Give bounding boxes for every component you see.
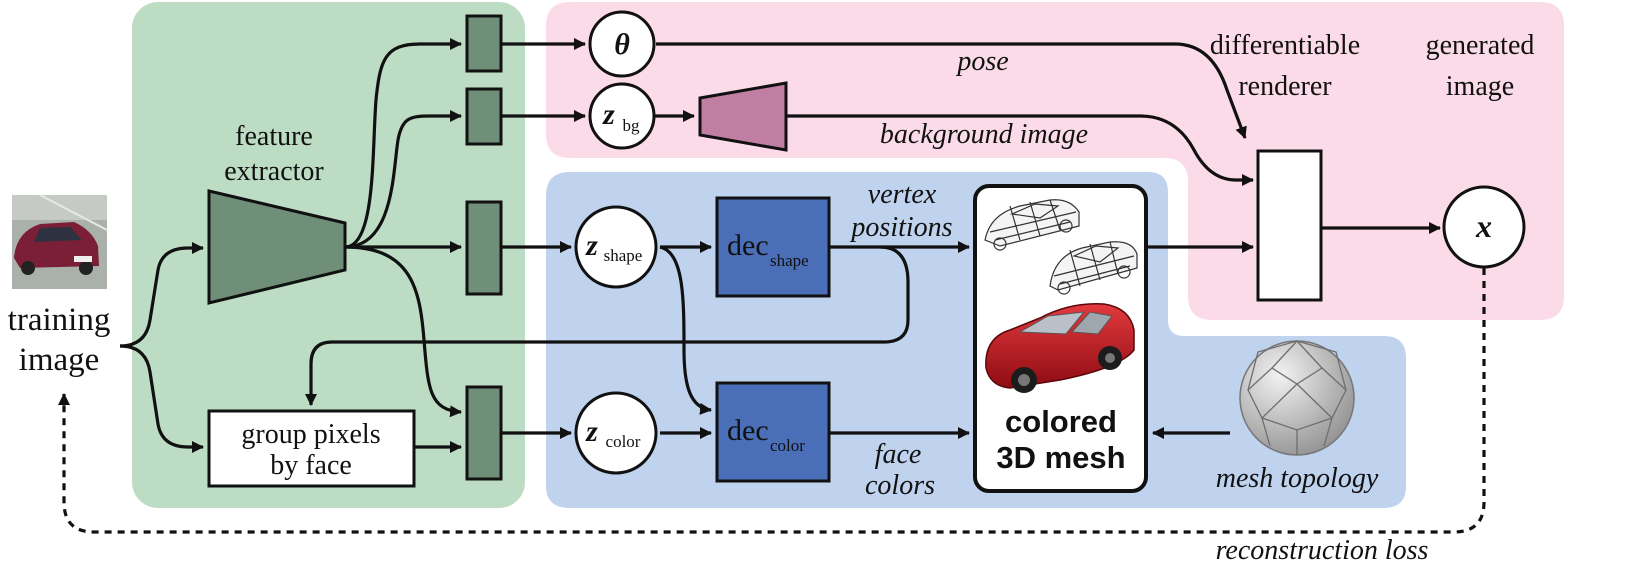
- edge-background: [786, 114, 1254, 186]
- z-color-subscript: color: [606, 432, 641, 451]
- z-shape-node: [574, 205, 658, 289]
- feature-extractor-label-2: extractor: [224, 156, 324, 187]
- reconstruction-loss-label: reconstruction loss: [1216, 535, 1429, 566]
- generated-image-label: generated: [1426, 30, 1535, 61]
- edge-fe-zbg: [344, 110, 462, 249]
- feature-extractor-label: feature: [235, 121, 313, 152]
- generated-image-node: [1442, 185, 1526, 269]
- connectors: [58, 38, 1486, 534]
- renderer-label: differentiable: [1210, 30, 1360, 61]
- background-decoder-block: [698, 81, 788, 152]
- feature-box-pose: [465, 14, 503, 73]
- renderer-label-2: renderer: [1238, 71, 1332, 102]
- group-pixels-label-2: by face: [270, 450, 352, 481]
- z-shape-symbol: z: [585, 229, 598, 262]
- z-bg-subscript: bg: [623, 116, 641, 135]
- color-decoder-label: dec: [727, 414, 769, 447]
- color-decoder-box: [715, 381, 831, 483]
- mesh-topology-label: mesh topology: [1216, 463, 1379, 494]
- edge-reconstruction-loss: [58, 268, 1486, 534]
- edge-pose: [656, 42, 1247, 139]
- background-image-label: background image: [880, 119, 1088, 150]
- theta-node: [588, 10, 656, 78]
- wireframe-car-2: [1049, 241, 1138, 295]
- z-shape-subscript: shape: [604, 246, 643, 265]
- z-bg-node: [588, 82, 656, 150]
- feature-box-color: [465, 385, 503, 481]
- shape-decoder-subscript: shape: [770, 251, 809, 270]
- vertex-positions-label: vertex: [868, 179, 937, 210]
- colored-mesh-label-2: 3D mesh: [996, 440, 1125, 475]
- shape-decoder-label: dec: [727, 229, 769, 262]
- z-bg-symbol: z: [602, 98, 615, 131]
- training-image-label-2: image: [19, 342, 100, 378]
- differentiable-renderer-box: [1256, 149, 1323, 302]
- color-decoder-subscript: color: [770, 436, 805, 455]
- pose-label: pose: [955, 46, 1008, 77]
- generated-image-symbol: x: [1475, 208, 1492, 244]
- edge-input-group: [119, 344, 204, 453]
- z-color-symbol: z: [585, 415, 598, 448]
- edge-fe-theta: [344, 38, 462, 249]
- generated-image-label-2: image: [1446, 71, 1514, 102]
- shape-decoder-box: [715, 196, 831, 298]
- feature-box-shape: [465, 200, 503, 296]
- edge-zshape-deccolor: [659, 245, 712, 415]
- mesh-topology-sphere: [1239, 340, 1355, 456]
- training-image-thumbnail: [12, 194, 108, 289]
- edge-vertex-feedback: [305, 245, 910, 406]
- feature-extractor-block: [207, 189, 347, 305]
- z-color-node: [574, 391, 658, 475]
- face-colors-label-2: colors: [865, 470, 935, 501]
- group-pixels-label: group pixels: [241, 419, 380, 450]
- face-colors-label: face: [875, 439, 922, 470]
- edge-input-split: [119, 242, 204, 348]
- edge-fe-zcolor: [344, 245, 462, 418]
- wireframe-car-1: [984, 199, 1080, 251]
- group-pixels-box: [207, 409, 416, 488]
- training-image-label: training: [8, 302, 111, 338]
- theta-symbol: θ: [614, 28, 630, 61]
- colored-mesh-label: colored: [1005, 404, 1117, 439]
- red-car-render: [985, 303, 1135, 393]
- vertex-positions-label-2: positions: [849, 212, 952, 243]
- feature-box-background: [465, 87, 503, 146]
